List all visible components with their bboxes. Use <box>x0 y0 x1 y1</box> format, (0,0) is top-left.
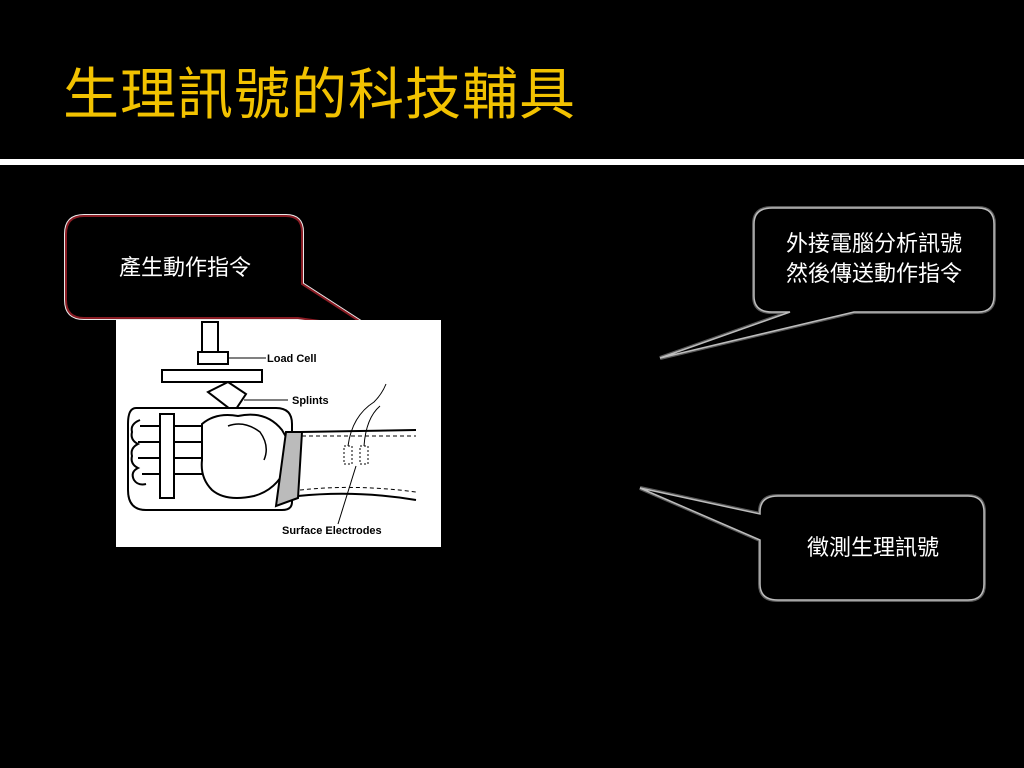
callout-computer-line2: 然後傳送動作指令 <box>785 262 962 287</box>
hand-apparatus-drawing: Load Cell Splints Surface Electrodes <box>127 321 417 537</box>
hand-apparatus-figure: Load Cell Splints Surface Electrodes <box>116 320 441 547</box>
label-surface-electrodes: Surface Electrodes <box>282 525 382 537</box>
callout-measure-bubble <box>639 486 986 602</box>
title-divider <box>0 159 1024 165</box>
callout-measure-text: 徵測生理訊號 <box>806 536 939 561</box>
callout-computer-line1: 外接電腦分析訊號 <box>785 232 962 257</box>
slide-title: 生理訊號的科技輔具 <box>63 63 576 128</box>
callout-command-text: 產生動作指令 <box>118 256 251 281</box>
label-load-cell: Load Cell <box>267 353 317 365</box>
callout-computer-bubble <box>659 206 996 360</box>
callout-command-bubble <box>64 214 372 330</box>
label-splints: Splints <box>292 395 329 407</box>
callout-computer-text: 外接電腦分析訊號 然後傳送動作指令 <box>760 230 988 290</box>
